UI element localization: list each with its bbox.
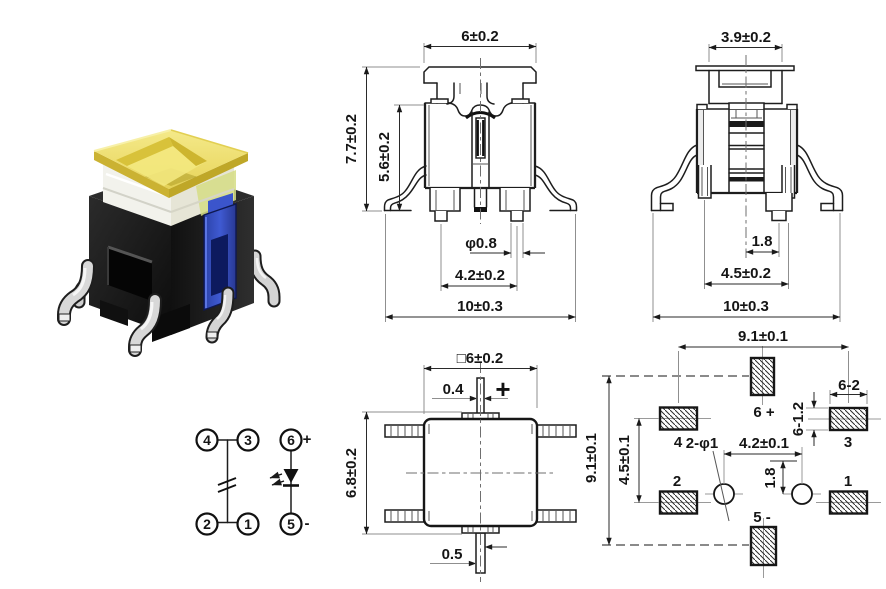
pin-circle-5 xyxy=(279,512,303,536)
pcb-pad-2 xyxy=(658,490,699,515)
pin-circle-3 xyxy=(236,428,260,452)
schematic: 4 3 2 1 6 5 + - xyxy=(195,428,312,536)
side-left-leg xyxy=(650,144,698,212)
pin-label-6: 6 xyxy=(287,432,295,448)
top-bottom-pin-width-dim: 0.5 xyxy=(442,546,463,563)
pcb-hole-offset-dim: 1.8 xyxy=(762,468,779,489)
pcb-pad5-label: 5 - xyxy=(753,509,771,526)
pcb-hole-pitch-dim: 4.2±0.1 xyxy=(739,435,789,452)
cap-well-wall-right xyxy=(169,137,207,166)
top-pin-width-dim: 0.4 xyxy=(443,381,465,398)
pin-label-5: 5 xyxy=(287,516,295,532)
side-right-leg xyxy=(796,144,844,212)
pcb-pad3-label: 3 xyxy=(844,434,852,451)
pin-label-2: 2 xyxy=(203,516,211,532)
side-view: 3.9±0.2 1.8 4.5±0.2 10±0.3 xyxy=(650,29,844,322)
side-stem-width-dim: 3.9±0.2 xyxy=(721,29,771,46)
front-body-height-dim: 5.6±0.2 xyxy=(376,132,393,182)
pcb-pad-5 xyxy=(749,525,778,567)
front-pin-dia-dim: φ0.8 xyxy=(465,235,497,252)
pcb-pad6-label: 6 + xyxy=(753,404,775,421)
front-cap-width-dim: 6±0.2 xyxy=(461,28,498,45)
pin-label-4: 4 xyxy=(203,432,211,448)
lead-front-left xyxy=(57,259,95,326)
front-overall-width-dim: 10±0.3 xyxy=(457,298,503,315)
body-recess-edge xyxy=(107,245,153,264)
pin-circle-6 xyxy=(279,428,303,452)
led-symbol xyxy=(283,469,299,483)
pcb-pad4-label: 4 xyxy=(674,434,683,451)
pin-circle-1 xyxy=(236,512,260,536)
side-contact-pitch-dim: 4.5±0.2 xyxy=(721,265,771,282)
body-bottom-boss xyxy=(152,304,190,342)
pcb-pitch-h-dim: 9.1±0.1 xyxy=(738,328,788,345)
front-pin-pitch-dim: 4.2±0.2 xyxy=(455,267,505,284)
front-total-height-dim: 7.7±0.2 xyxy=(343,114,360,164)
pcb-pad-height-dim: 6-1.2 xyxy=(790,402,807,436)
front-right-leg xyxy=(534,165,578,212)
schematic-plus: + xyxy=(303,431,312,448)
cap-well-wall-left xyxy=(116,137,173,166)
pcb-pad-1 xyxy=(828,490,869,515)
body-bottom-boss2 xyxy=(100,300,128,326)
side-overall-width-dim: 10±0.3 xyxy=(723,298,769,315)
pcb-pad-3 xyxy=(828,406,869,432)
side-pin-offset-dim: 1.8 xyxy=(752,233,773,250)
pin-label-3: 3 xyxy=(244,432,252,448)
top-view-legs xyxy=(384,424,577,523)
pin-circle-2 xyxy=(195,512,219,536)
pcb-pad1-label: 1 xyxy=(844,473,852,490)
lead-front-right xyxy=(205,286,235,344)
cap-edge-right xyxy=(169,153,248,198)
pcb-hole-callout: 2-φ1 xyxy=(686,435,718,452)
pcb-pad-width-dim: 6-2 xyxy=(838,377,860,394)
pcb-pitch-v-dim: 9.1±0.1 xyxy=(583,433,600,483)
clip-slot xyxy=(211,234,228,296)
top-polarity-plus: + xyxy=(495,374,510,404)
pin-circle-4 xyxy=(195,428,219,452)
pin-label-1: 1 xyxy=(244,516,252,532)
pcb-layout: 6 + 3 4 2 1 5 - 9.1±0.1 9.1±0.1 4.5±0.1 … xyxy=(583,328,881,578)
lead-front-center xyxy=(128,293,162,357)
lead-back-right xyxy=(248,249,281,308)
pcb-switch-pitch-dim: 4.5±0.1 xyxy=(616,435,633,485)
pcb-hole-right xyxy=(791,483,813,505)
top-view: □6±0.2 0.4 + 6.8±0.2 0.5 xyxy=(343,350,577,582)
schematic-minus: - xyxy=(305,515,310,532)
front-view: 6±0.2 7.7±0.2 5.6±0.2 φ0.8 4.2±0.2 10±0.… xyxy=(343,28,578,322)
pcb-pad2-label: 2 xyxy=(673,473,681,490)
cap-edge-left xyxy=(94,151,169,198)
product-photo xyxy=(57,129,281,357)
body-recess xyxy=(108,247,152,301)
pcb-pad-4 xyxy=(658,406,699,431)
top-height-dim: 6.8±0.2 xyxy=(343,448,360,498)
top-square-dim: □6±0.2 xyxy=(457,350,504,367)
pcb-pad-6 xyxy=(749,356,776,397)
